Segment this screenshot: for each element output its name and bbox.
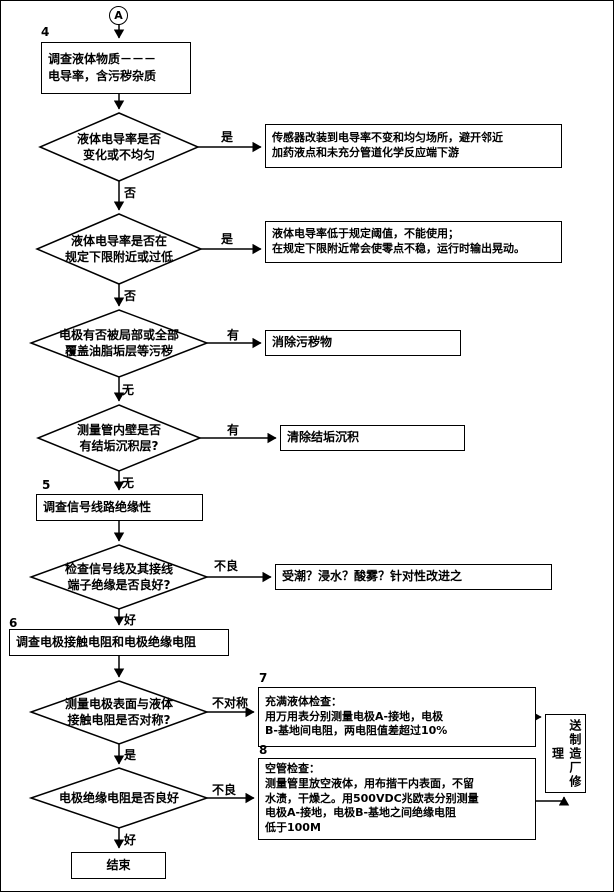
decision-diamond-1 bbox=[38, 112, 200, 182]
decision-tube-wall-scaling: 测量管内壁是否 有结垢沉积层? bbox=[76, 422, 161, 453]
branch-label-have-3: 有 bbox=[227, 328, 240, 342]
decision-diamond-7 bbox=[28, 767, 210, 829]
process-box-check-electrode-resistance: 调查电极接触电阻和电极绝缘电阻 bbox=[9, 629, 229, 656]
process-box-check-signal-insulation: 调查信号线路绝缘性 bbox=[36, 494, 203, 521]
branch-label-bad-5: 不良 bbox=[214, 559, 239, 573]
action-box-full-liquid-check: 充满液体检查： 用万用表分别测量电极A-接地，电极 B-基地间电阻，两电阻值差超… bbox=[258, 687, 536, 747]
decision-diamond-6 bbox=[28, 680, 210, 745]
step-number-7: 7 bbox=[259, 671, 268, 685]
end-box: 结束 bbox=[71, 852, 166, 879]
decision-diamond-3 bbox=[28, 309, 210, 378]
action-box-remove-scale: 清除结垢沉积 bbox=[280, 425, 465, 451]
branch-label-yes-1: 是 bbox=[221, 130, 234, 144]
repair-link-line bbox=[536, 796, 570, 806]
branch-label-asymmetric-6: 不对称 bbox=[212, 696, 249, 710]
branch-label-none-4: 无 bbox=[122, 476, 135, 490]
decision-conductivity-low: 液体电导率是否在 规定下限附近或过低 bbox=[64, 233, 173, 264]
step-number-5: 5 bbox=[42, 478, 51, 492]
repair-box-send-to-manufacturer: 送制造厂修理 bbox=[545, 714, 586, 793]
action-box-remove-contamination: 消除污秽物 bbox=[265, 330, 461, 356]
branch-label-none-3: 无 bbox=[122, 383, 135, 397]
decision-signal-wire-insulation: 检查信号线及其接线 端子绝缘是否良好? bbox=[64, 561, 173, 592]
action-box-relocate-sensor: 传感器改装到电导率不变和均匀场所，避开邻近 加药液点和未充分管道化学反应端下游 bbox=[265, 124, 562, 168]
branch-label-yes-2: 是 bbox=[221, 232, 234, 246]
decision-electrode-coated: 电极有否被局部或全部 覆盖油脂垢层等污秽 bbox=[58, 327, 179, 358]
process-box-investigate-liquid-properties: 调查液体物质－－－ 电导率，含污秽杂质 bbox=[41, 42, 191, 94]
decision-contact-resistance-symmetric: 测量电极表面与液体 接触电阻是否对称? bbox=[64, 696, 173, 727]
repair-box-label: 送制造厂修理 bbox=[550, 718, 582, 789]
branch-label-yes-6: 是 bbox=[124, 748, 137, 762]
action-box-below-threshold: 液体电导率低于规定阈值，不能使用； 在规定下限附近常会使零点不稳，运行时输出晃动… bbox=[265, 221, 562, 263]
branch-label-have-4: 有 bbox=[227, 423, 240, 437]
step-number-6: 6 bbox=[9, 616, 18, 630]
step-number-4: 4 bbox=[41, 25, 50, 39]
action-box-moisture-improve: 受潮？浸水？酸雾？针对性改进之 bbox=[275, 564, 552, 590]
decision-diamond-5 bbox=[28, 544, 210, 610]
branch-label-no-2: 否 bbox=[124, 289, 137, 303]
decision-diamond-2 bbox=[35, 213, 203, 285]
branch-label-bad-7: 不良 bbox=[212, 783, 237, 797]
decision-conductivity-change: 液体电导率是否 变化或不均匀 bbox=[76, 131, 161, 162]
branch-label-no-1: 否 bbox=[124, 186, 137, 200]
decision-electrode-insulation: 电极绝缘电阻是否良好 bbox=[58, 790, 179, 805]
branch-label-good-5: 好 bbox=[124, 613, 137, 627]
decision-diamond-4 bbox=[36, 404, 202, 472]
action-box-empty-pipe-check: 空管检查： 测量管里放空液体，用布揩干内表面，不留 水渍，干燥之。用500VDC… bbox=[258, 758, 536, 840]
off-page-connector-a: A bbox=[109, 6, 128, 25]
step-number-8: 8 bbox=[259, 743, 268, 757]
branch-label-good-7: 好 bbox=[124, 833, 137, 847]
